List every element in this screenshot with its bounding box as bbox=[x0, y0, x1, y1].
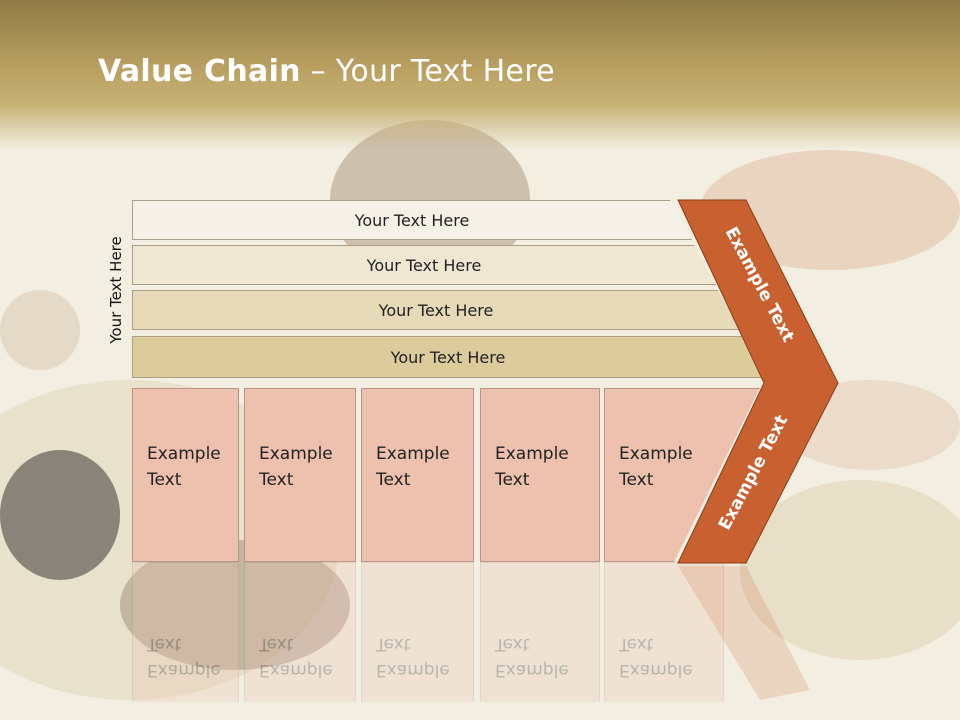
activity-box-2-line2: Text bbox=[259, 470, 294, 490]
activity-box-3: Example Text bbox=[361, 388, 474, 562]
page-title: Value Chain – Your Text Here bbox=[98, 54, 555, 89]
support-row-2: Your Text Here bbox=[132, 245, 716, 285]
support-row-1-label: Your Text Here bbox=[354, 210, 470, 230]
activity-box-4: Example Text bbox=[480, 388, 600, 562]
support-row-3-label: Your Text Here bbox=[378, 300, 494, 320]
vertical-label: Your Text Here bbox=[107, 236, 125, 344]
activity-box-2-line1: Example bbox=[259, 444, 333, 464]
activity-box-1-line2: Text bbox=[147, 470, 182, 490]
support-row-2-label: Your Text Here bbox=[366, 255, 482, 275]
activity-box-1: Example Text bbox=[132, 388, 239, 562]
activity-box-1-line1: Example bbox=[147, 444, 221, 464]
activity-box-5-line1: Example bbox=[619, 444, 693, 464]
support-row-4: Your Text Here bbox=[132, 336, 764, 378]
header-band bbox=[0, 0, 960, 150]
support-row-3: Your Text Here bbox=[132, 290, 740, 330]
activity-box-3-line1: Example bbox=[376, 444, 450, 464]
activity-box-5-line2: Text bbox=[619, 470, 654, 490]
title-rest: – Your Text Here bbox=[300, 54, 555, 89]
title-bold: Value Chain bbox=[98, 54, 301, 89]
activity-box-2: Example Text bbox=[244, 388, 356, 562]
activity-box-4-line2: Text bbox=[495, 470, 530, 490]
support-row-1: Your Text Here bbox=[132, 200, 692, 240]
support-row-4-label: Your Text Here bbox=[390, 347, 506, 367]
activity-box-3-line2: Text bbox=[376, 470, 411, 490]
activity-box-4-line1: Example bbox=[495, 444, 569, 464]
